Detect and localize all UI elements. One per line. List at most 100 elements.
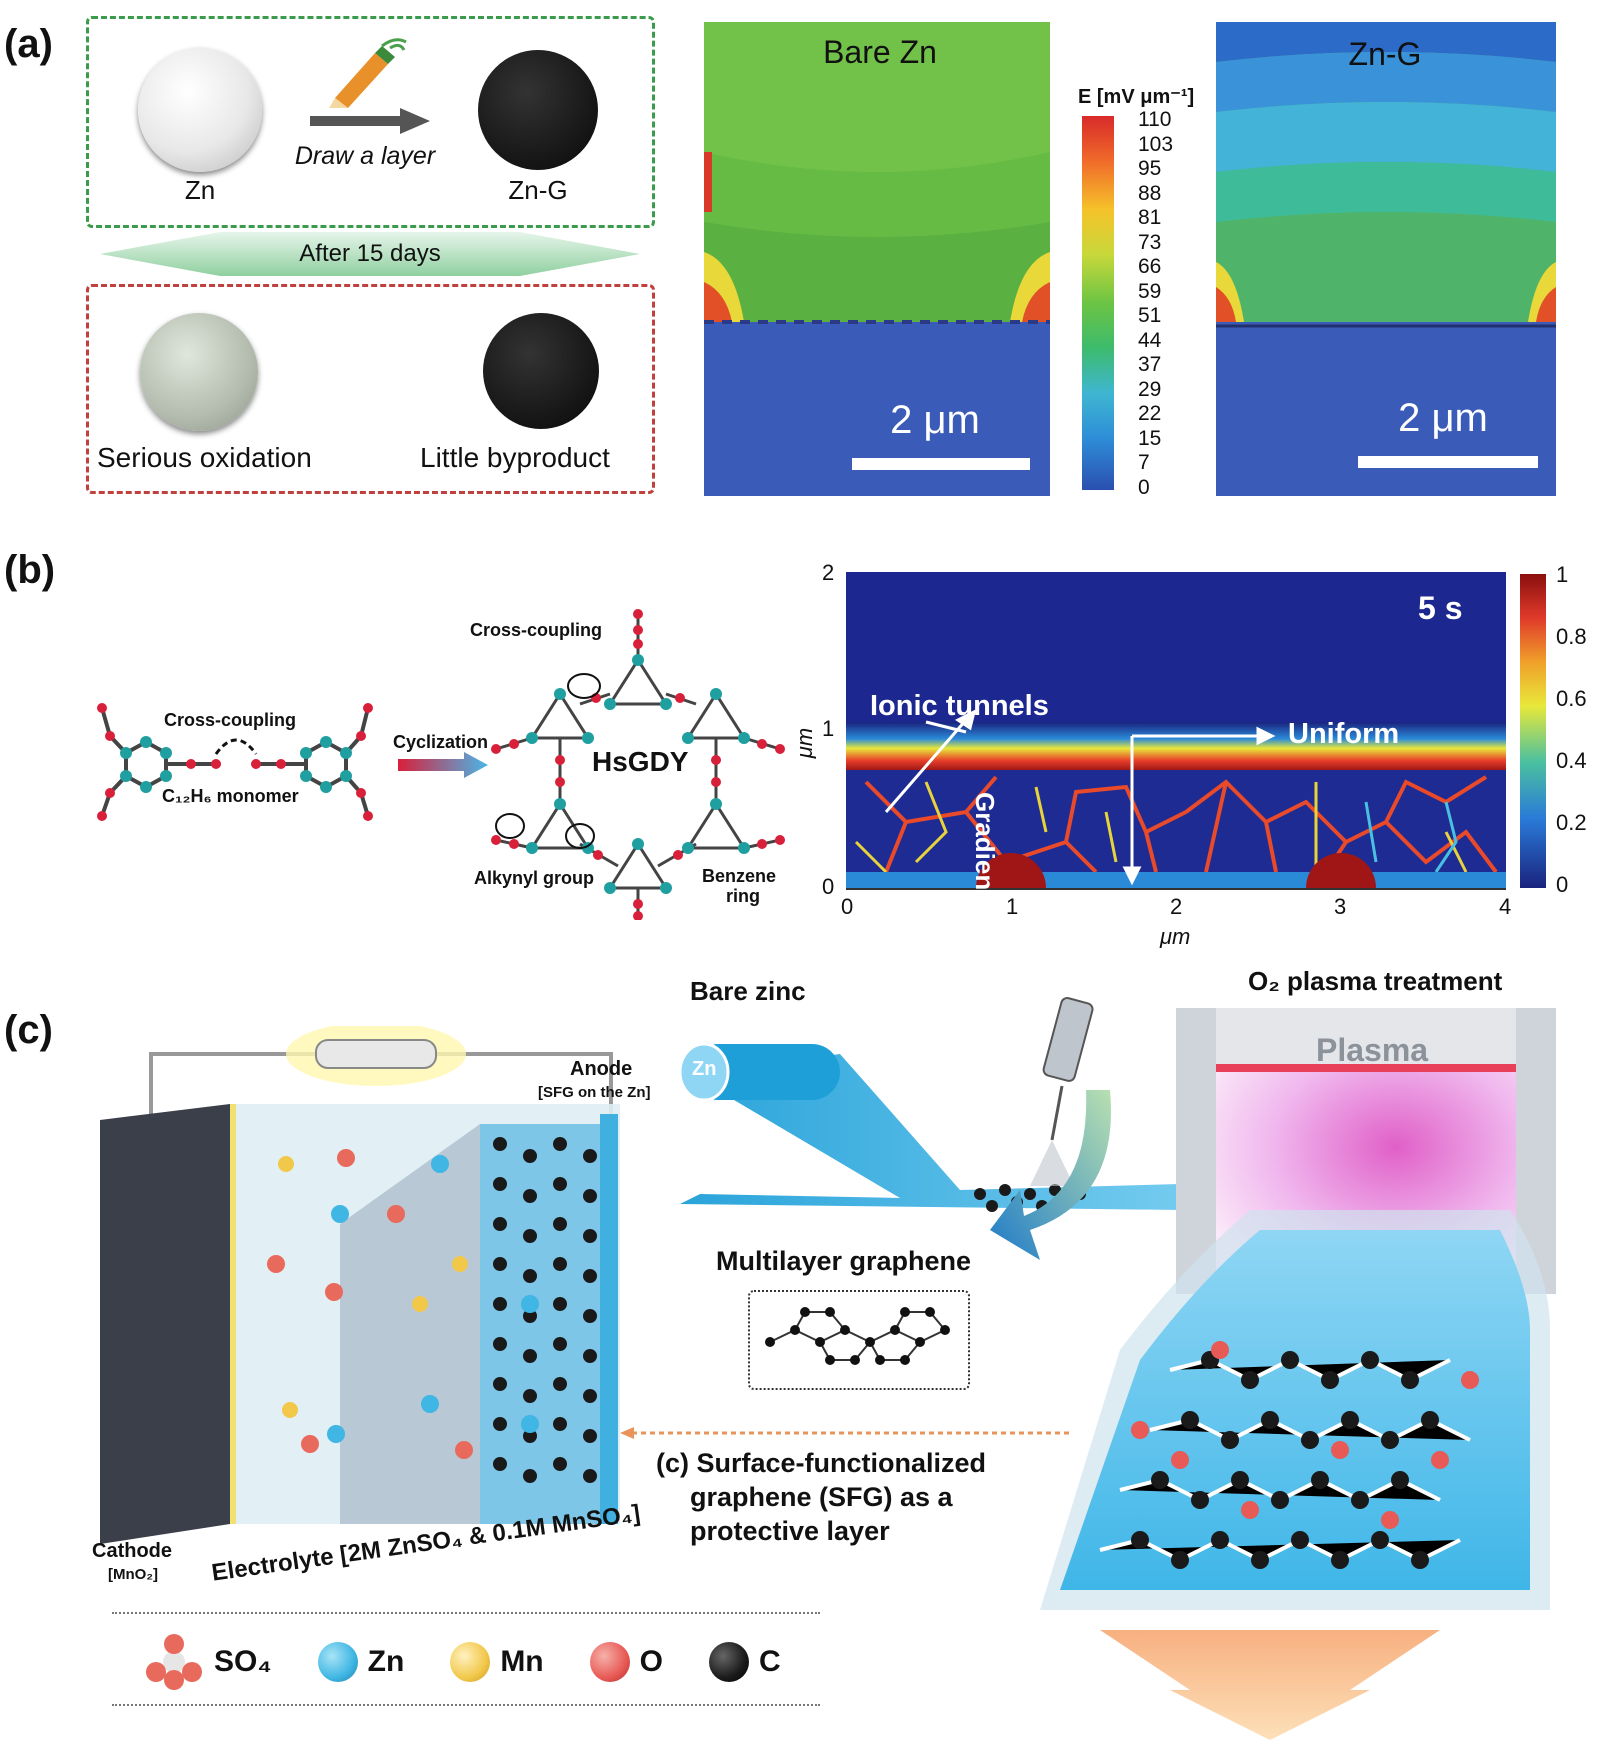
cbar-tick-b: 1 bbox=[1556, 562, 1569, 587]
cbar-tick-b: 0.4 bbox=[1556, 748, 1587, 773]
monomer-molecule bbox=[96, 698, 376, 828]
battery-cell bbox=[100, 1104, 620, 1544]
field-colorbar bbox=[1082, 116, 1114, 490]
zn-disc bbox=[138, 48, 262, 172]
legend-label: Mn bbox=[500, 1645, 544, 1678]
zn-ion-icon bbox=[317, 1642, 358, 1682]
oxygen-atom-icon bbox=[589, 1642, 630, 1682]
legend-label: C bbox=[758, 1645, 781, 1678]
legend-top-divider bbox=[112, 1612, 820, 1614]
legend-bottom-divider bbox=[112, 1704, 820, 1706]
cbar-tick: 37 bbox=[1138, 353, 1162, 376]
concentration-map bbox=[846, 572, 1506, 888]
x-tick: 4 bbox=[1499, 894, 1512, 919]
uniform-label: Uniform bbox=[1288, 718, 1400, 750]
legend-label: SO₄ bbox=[214, 1645, 272, 1678]
pencil-icon bbox=[320, 38, 410, 110]
cbar-tick: 66 bbox=[1138, 255, 1162, 278]
y-tick: 2 bbox=[822, 560, 835, 585]
cyclization-label: Cyclization bbox=[393, 732, 489, 752]
cbar-tick: 103 bbox=[1138, 132, 1174, 156]
cbar-tick: 22 bbox=[1138, 402, 1162, 425]
benzene-label-2: ring bbox=[726, 886, 760, 906]
y-tick: 1 bbox=[822, 716, 835, 741]
plasma-label: Plasma bbox=[1316, 1032, 1429, 1068]
bare-zn-title: Bare Zn bbox=[823, 34, 937, 70]
serious-oxidation-text: Serious oxidation bbox=[97, 442, 312, 473]
multilayer-graphene-label: Multilayer graphene bbox=[716, 1246, 972, 1276]
scale-bar-label-right: 2 μm bbox=[1398, 396, 1488, 440]
so4-icon bbox=[146, 1634, 202, 1690]
syringe-icon bbox=[1030, 990, 1110, 1190]
time-label: 5 s bbox=[1418, 590, 1463, 626]
cbar-tick: 0 bbox=[1138, 475, 1150, 499]
cbar-tick: 29 bbox=[1138, 377, 1162, 401]
zn-g-disc bbox=[478, 50, 598, 170]
legend-label: Zn bbox=[367, 1645, 405, 1678]
legend-label: O bbox=[639, 1645, 663, 1678]
hsgdy-label: HsGDY bbox=[592, 746, 689, 777]
map-arrows bbox=[846, 572, 1506, 888]
anode-label: Anode bbox=[570, 1058, 633, 1080]
aged-samples-box bbox=[86, 284, 655, 494]
map-axis-line bbox=[846, 888, 1506, 890]
cbar-tick: 59 bbox=[1138, 279, 1162, 303]
graphene-inset-box bbox=[748, 1290, 970, 1390]
y-axis-label: μm bbox=[792, 727, 818, 759]
hsgdy-macrocycle bbox=[488, 604, 788, 921]
zn-label: Zn bbox=[184, 175, 216, 205]
process-arrow bbox=[990, 1090, 1130, 1270]
cbar-tick-b: 0.8 bbox=[1556, 624, 1587, 649]
panel-b-label: (b) bbox=[4, 548, 56, 592]
draw-layer-text: Draw a layer bbox=[294, 142, 436, 170]
legend-item-zn: Zn bbox=[317, 1642, 405, 1682]
legend: SO₄ Zn Mn O C bbox=[144, 1634, 824, 1690]
after-15-days-banner bbox=[100, 232, 640, 276]
cbar-tick: 73 bbox=[1138, 230, 1162, 254]
cbar-tick: 110 bbox=[1138, 108, 1172, 131]
sfg-description-line-2: graphene (SFG) as a bbox=[690, 1482, 953, 1512]
cross-coupling-label-left: Cross-coupling bbox=[164, 710, 297, 730]
cathode-label: Cathode bbox=[92, 1540, 172, 1562]
x-axis-label: μm bbox=[1160, 924, 1191, 949]
zn-g-title: Zn-G bbox=[1348, 36, 1422, 72]
ionic-tunnels-label: Ionic tunnels bbox=[870, 690, 1049, 722]
scale-bar-left bbox=[852, 458, 1030, 470]
zn-g-aged-disc bbox=[483, 313, 599, 429]
colorbar-title: E [mV μm⁻¹] bbox=[1078, 86, 1195, 108]
after-15-days-text: After 15 days bbox=[299, 240, 441, 267]
cbar-tick: 88 bbox=[1138, 181, 1162, 205]
cathode-sub-label: [MnO₂] bbox=[108, 1566, 158, 1583]
scale-bar-right bbox=[1358, 456, 1538, 468]
output-arrow bbox=[1100, 1630, 1440, 1740]
sfg-pointer-arrow bbox=[620, 1426, 1070, 1439]
panel-a-label: (a) bbox=[4, 22, 53, 66]
draw-arrow bbox=[310, 108, 430, 134]
panel-c-label: (c) bbox=[4, 1008, 53, 1052]
cbar-tick: 15 bbox=[1138, 426, 1162, 450]
legend-item-so4: SO₄ bbox=[144, 1634, 272, 1690]
cbar-tick-b: 0.6 bbox=[1556, 686, 1587, 711]
cyclization-arrow bbox=[398, 752, 488, 778]
zn-roll-label: Zn bbox=[692, 1058, 717, 1080]
x-tick: 1 bbox=[1006, 894, 1019, 919]
sfg-sheet bbox=[990, 1210, 1560, 1630]
carbon-atom-icon bbox=[708, 1642, 749, 1682]
oxidized-zn-disc bbox=[140, 313, 258, 431]
scale-bar-label-left: 2 μm bbox=[890, 398, 980, 442]
benzene-label-1: Benzene bbox=[702, 866, 777, 886]
x-tick: 0 bbox=[841, 894, 854, 919]
cross-coupling-label-right: Cross-coupling bbox=[470, 620, 603, 640]
monomer-label: C₁₂H₆ monomer bbox=[162, 786, 299, 806]
little-byproduct-text: Little byproduct bbox=[420, 442, 610, 473]
cbar-tick-b: 0.2 bbox=[1556, 810, 1587, 835]
cbar-tick: 44 bbox=[1138, 328, 1162, 352]
bare-zinc-label: Bare zinc bbox=[690, 976, 806, 1006]
mn-ion-icon bbox=[450, 1642, 491, 1682]
concentration-colorbar bbox=[1520, 574, 1546, 888]
colorbar-tick-labels: 110 103 95 88 81 73 66 59 51 44 37 29 22… bbox=[1138, 108, 1198, 499]
cbar-tick: 51 bbox=[1138, 304, 1162, 327]
fresh-samples-box bbox=[86, 16, 655, 228]
plasma-title: O₂ plasma treatment bbox=[1248, 966, 1503, 996]
legend-item-o: O bbox=[589, 1642, 663, 1682]
